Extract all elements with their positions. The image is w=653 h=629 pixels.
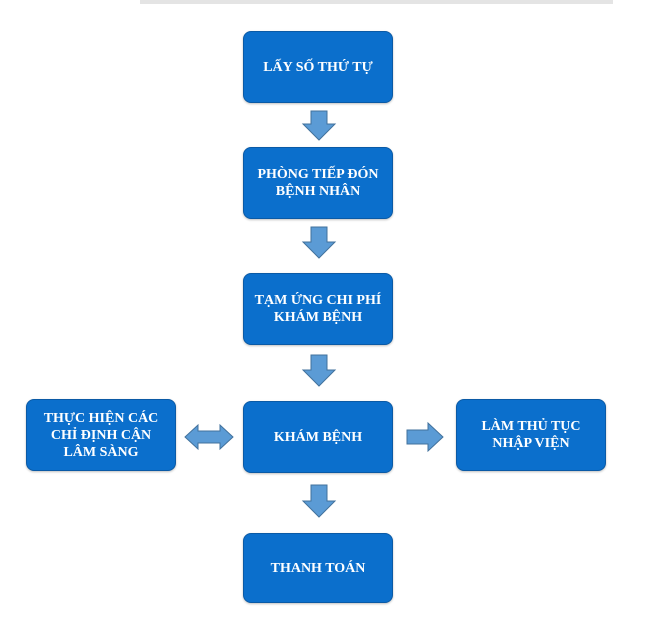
node-nhap-vien: LÀM THỦ TỤC NHẬP VIỆN [456,399,606,471]
node-tam-ung-chi-phi: TẠM ỨNG CHI PHÍ KHÁM BỆNH [243,273,393,345]
node-phong-tiep-don: PHÒNG TIẾP ĐÓN BỆNH NHÂN [243,147,393,219]
node-thanh-toan: THANH TOÁN [243,533,393,603]
node-label: THANH TOÁN [270,560,366,576]
top-divider [140,0,613,4]
node-kham-benh: KHÁM BỆNH [243,401,393,473]
arrow-left-right [184,423,234,451]
node-label: TẠM ỨNG CHI PHÍ KHÁM BỆNH [254,293,382,325]
arrow-down-3 [301,354,337,387]
node-label: THỰC HIỆN CÁC CHỈ ĐỊNH CẬN LÂM SÀNG [43,410,159,460]
node-label: LÀM THỦ TỤC NHẬP VIỆN [481,419,581,451]
node-label: PHÒNG TIẾP ĐÓN BỆNH NHÂN [257,167,379,199]
node-label: LẤY SỐ THỨ TỰ [263,59,373,75]
node-lay-so-thu-tu: LẤY SỐ THỨ TỰ [243,31,393,103]
arrow-down-2 [301,226,337,259]
arrow-down-1 [301,110,337,141]
arrow-down-4 [301,484,337,518]
node-label: KHÁM BỆNH [273,429,363,445]
node-can-lam-sang: THỰC HIỆN CÁC CHỈ ĐỊNH CẬN LÂM SÀNG [26,399,176,471]
arrow-right [406,421,444,453]
